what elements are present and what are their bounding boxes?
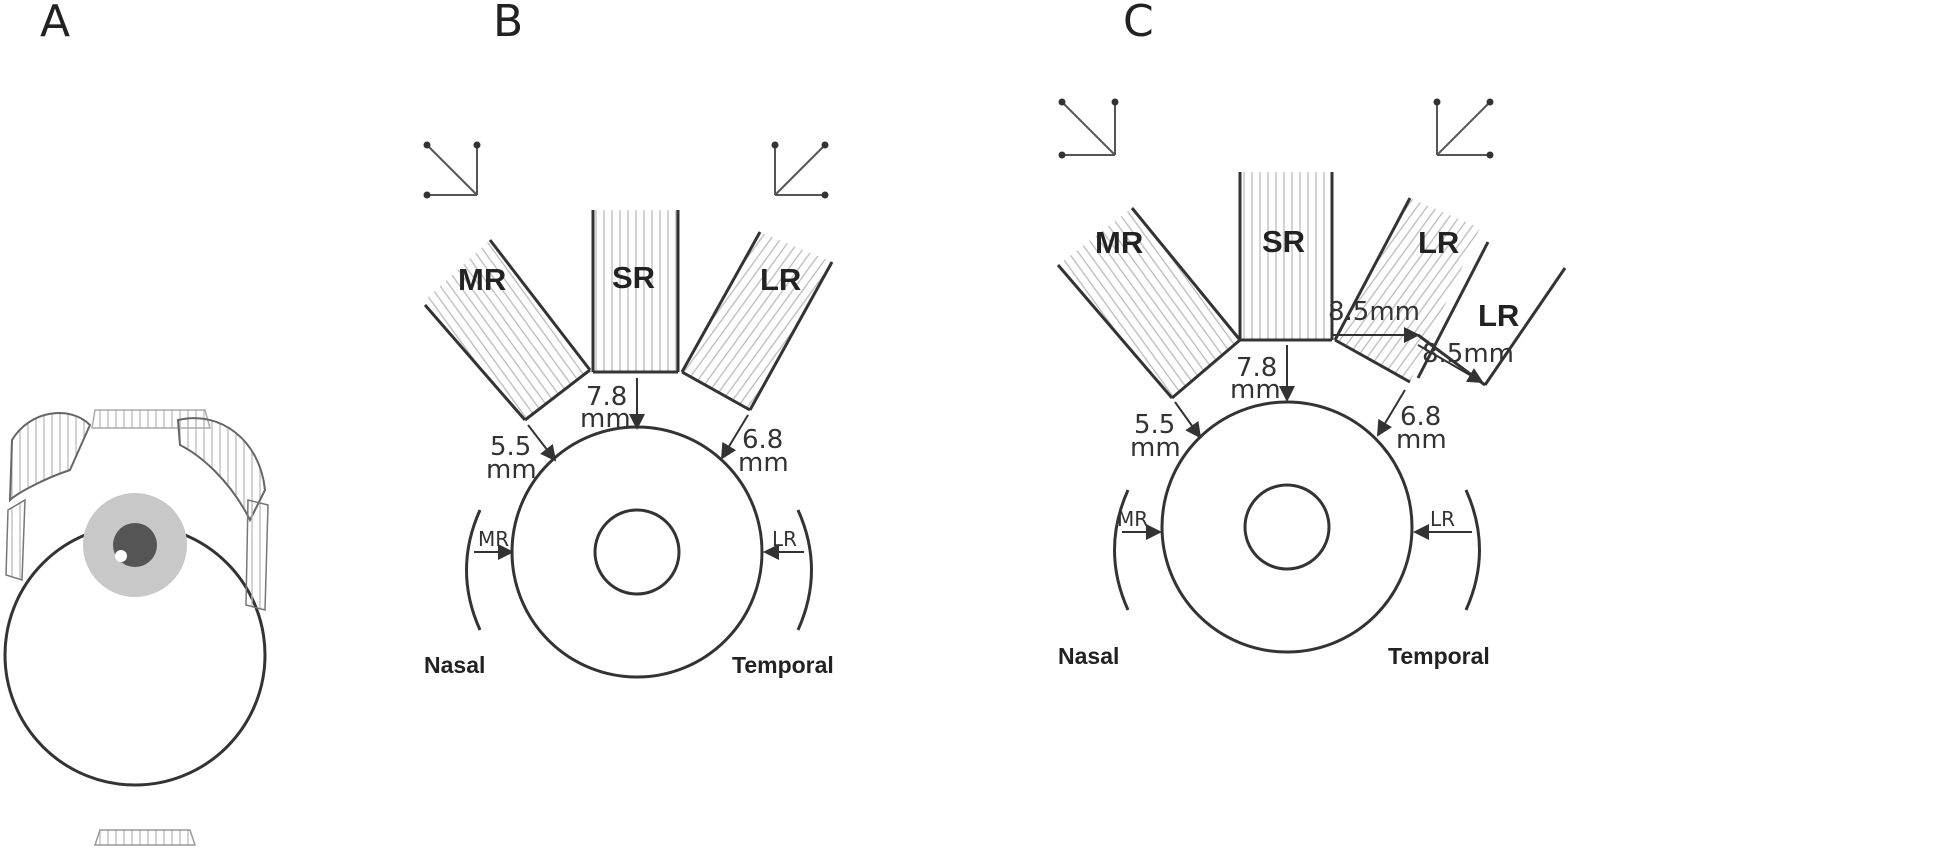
muscle-mr-label: MR — [458, 262, 506, 297]
cornea — [593, 508, 681, 596]
lr-distance-unit: mm — [738, 448, 789, 478]
orientation-icon-left — [423, 141, 481, 199]
mr-distance-unit: mm — [486, 455, 537, 485]
mr-distance-value: 5.5 — [490, 432, 531, 462]
side-lr-arc — [1464, 489, 1481, 611]
globe — [1160, 400, 1414, 654]
recession-lower-arrow — [1417, 344, 1484, 384]
side-lr-label: LR — [772, 527, 797, 551]
sr-distance-unit: mm — [580, 404, 631, 434]
muscle-lr-label: LR — [1418, 225, 1459, 260]
muscle-mr-label: MR — [1095, 225, 1143, 260]
lr-distance-arrow — [720, 414, 749, 460]
side-mr-label: MR — [478, 527, 509, 551]
lr-distance-value: 6.8 — [742, 425, 783, 455]
orientation-icon-right — [771, 141, 829, 199]
side-mr-arc — [465, 509, 482, 631]
mr-distance-unit: mm — [1130, 433, 1181, 463]
side-lr-arc — [796, 509, 813, 631]
muscle-mr — [423, 239, 592, 422]
muscle-sr — [1238, 172, 1334, 342]
panel-b: B MR SR — [423, 0, 834, 679]
side-mr-arc — [1113, 489, 1130, 611]
lr-distance-unit: mm — [1396, 425, 1447, 455]
muscle-sr-label: SR — [1262, 224, 1305, 259]
cornea — [1243, 483, 1331, 571]
orientation-icon-right — [1433, 98, 1494, 159]
nasal-label: Nasal — [424, 652, 485, 678]
panel-a-letter: A — [40, 0, 70, 47]
mr-distance-arrow — [1174, 401, 1202, 439]
panel-a: A — [3, 0, 269, 846]
mr-distance-arrow — [527, 424, 557, 462]
muscle-lr-label: LR — [760, 262, 801, 297]
side-mr-label: MR — [1117, 507, 1148, 531]
muscle-sr — [591, 210, 680, 374]
side-lr-label: LR — [1430, 507, 1455, 531]
recession-lower-label: 8.5mm — [1422, 339, 1514, 369]
lr-distance-value: 6.8 — [1400, 402, 1441, 432]
muscle-mr — [1056, 207, 1242, 400]
nasal-label: Nasal — [1058, 643, 1119, 669]
panel-c: C MR SR — [1056, 0, 1567, 669]
muscle-lr — [680, 231, 834, 412]
panel-b-letter: B — [493, 0, 523, 47]
sr-distance-value: 7.8 — [586, 382, 627, 412]
muscle-sr-label: SR — [612, 260, 655, 295]
temporal-label: Temporal — [1388, 643, 1490, 669]
sr-distance-unit: mm — [1230, 375, 1281, 405]
lr-distance-arrow — [1376, 389, 1406, 437]
sr-distance-value: 7.8 — [1236, 353, 1277, 383]
muscle-lr-recessed-label: LR — [1478, 298, 1519, 333]
panel-c-letter: C — [1123, 0, 1154, 47]
temporal-label: Temporal — [732, 652, 834, 678]
globe — [510, 425, 764, 679]
orientation-icon-left — [1058, 98, 1119, 159]
recession-upper-label: 8.5mm — [1328, 297, 1420, 327]
eye-illustration — [3, 409, 269, 846]
mr-distance-value: 5.5 — [1134, 410, 1175, 440]
